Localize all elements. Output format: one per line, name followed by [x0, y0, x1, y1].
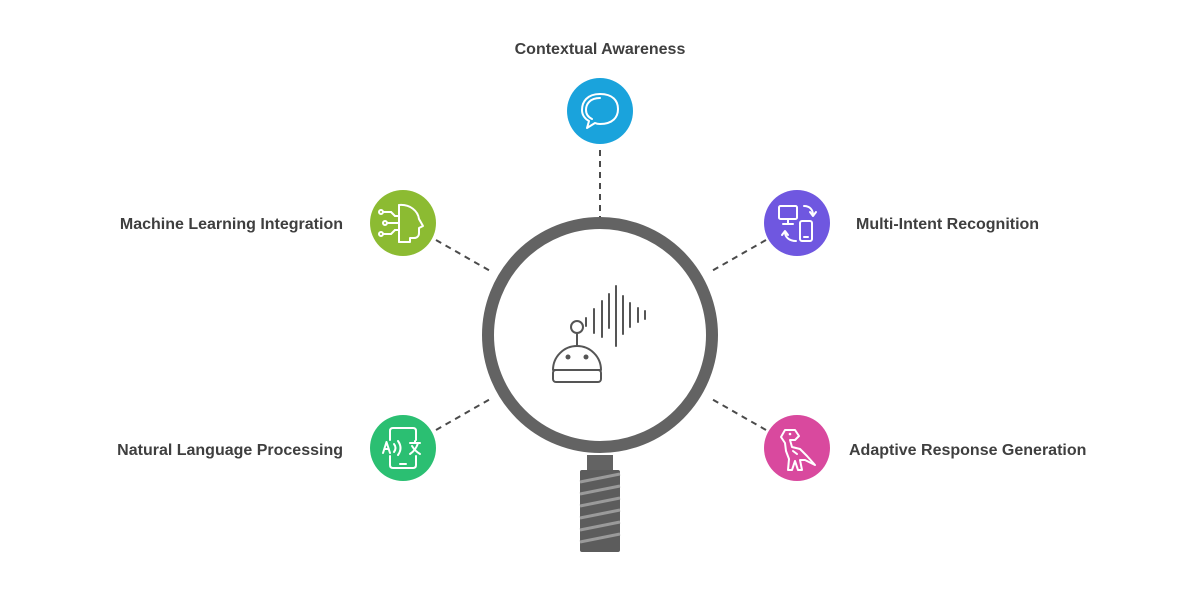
- node-natural-language-processing: Natural Language Processing: [117, 415, 436, 481]
- robot-voice-assistant-icon: [552, 285, 646, 383]
- sound-wave-icon: [585, 285, 646, 347]
- translate-phone-icon: [382, 427, 421, 469]
- connector-adaptive-response-generation: [709, 397, 767, 431]
- label-adaptive-response-generation: Adaptive Response Generation: [849, 442, 1086, 459]
- magnifier-handle: [579, 455, 621, 552]
- node-machine-learning-integration: Machine Learning Integration: [120, 190, 436, 256]
- node-circle: [370, 190, 436, 256]
- node-contextual-awareness: Contextual Awareness: [515, 41, 686, 144]
- dinosaur-icon: [780, 429, 816, 471]
- label-contextual-awareness: Contextual Awareness: [515, 41, 686, 58]
- label-multi-intent-recognition: Multi-Intent Recognition: [856, 216, 1039, 233]
- connector-multi-intent-recognition: [709, 239, 767, 273]
- device-sync-icon: [778, 205, 817, 242]
- label-machine-learning-integration: Machine Learning Integration: [120, 216, 343, 233]
- node-circle: [370, 415, 436, 481]
- magnifier-lens: [482, 217, 718, 453]
- ai-head-icon: [378, 203, 424, 243]
- node-multi-intent-recognition: Multi-Intent Recognition: [764, 190, 1039, 256]
- node-circle: [764, 190, 830, 256]
- speech-bubble-icon: [581, 93, 619, 129]
- connectors: [435, 150, 767, 431]
- connector-machine-learning-integration: [435, 239, 493, 273]
- node-circle: [567, 78, 633, 144]
- node-adaptive-response-generation: Adaptive Response Generation: [764, 415, 1086, 481]
- connector-natural-language-processing: [435, 397, 493, 431]
- label-natural-language-processing: Natural Language Processing: [117, 442, 343, 459]
